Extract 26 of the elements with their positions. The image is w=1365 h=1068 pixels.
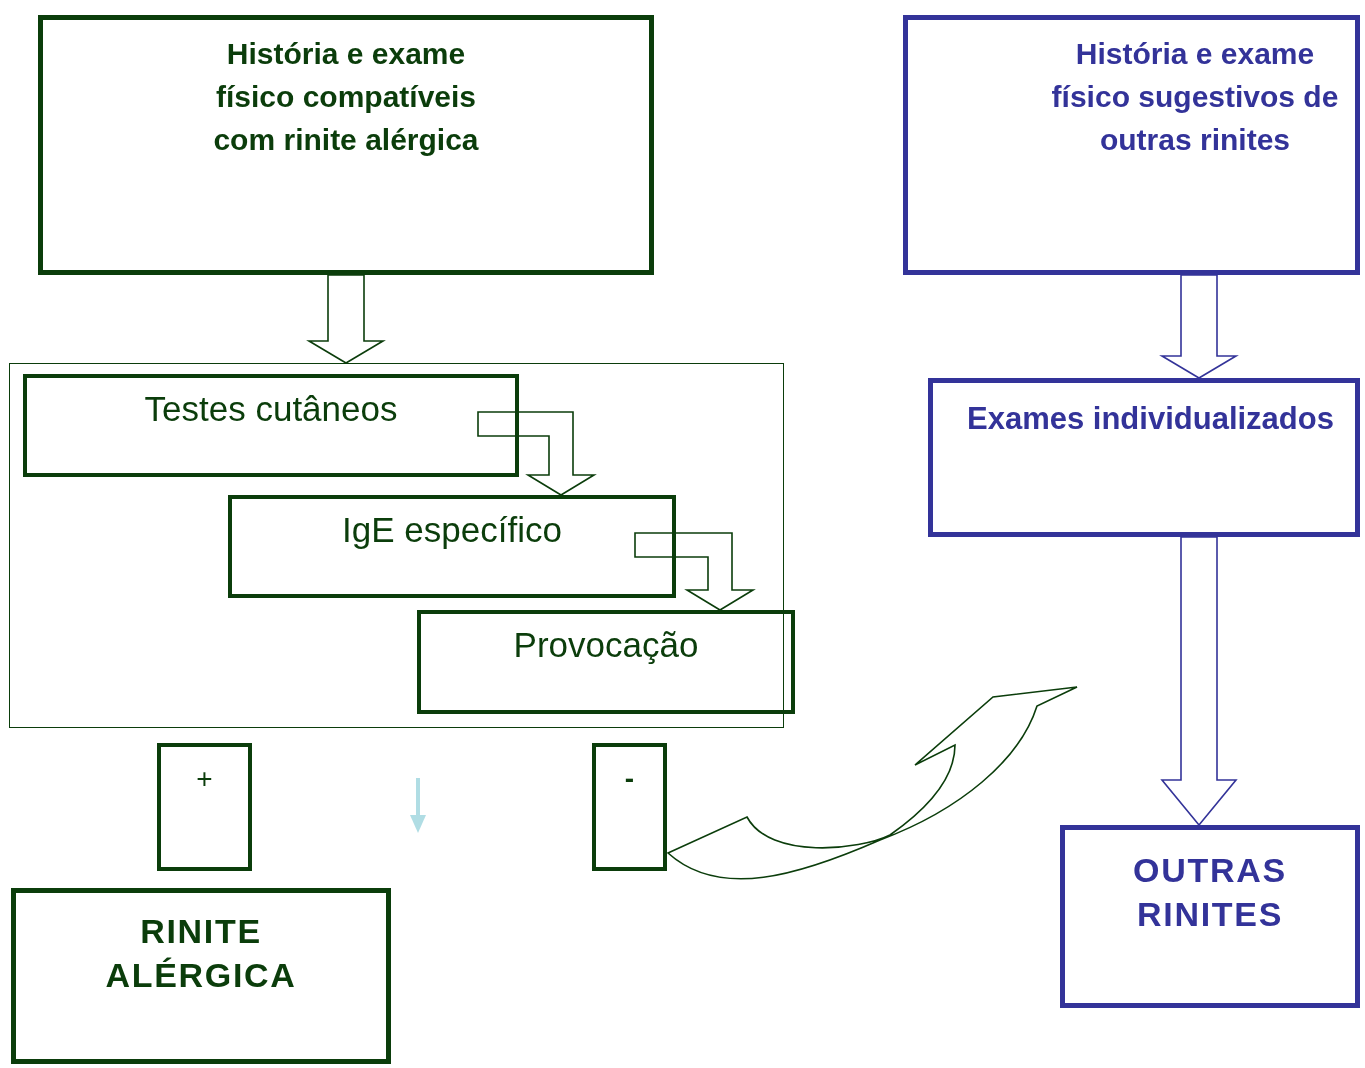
block-arrow: [667, 686, 1078, 880]
outcome-box: [1060, 825, 1360, 1008]
box-label: +: [195, 763, 214, 795]
process-box: [928, 378, 1360, 537]
result-box: [592, 743, 667, 871]
box-label: História e exame físico compatíveis com rinite alérgica: [212, 36, 480, 158]
outcome-box: [11, 888, 391, 1064]
block-arrow: [1159, 274, 1239, 379]
block-arrow: [306, 274, 386, 364]
process-box: [38, 15, 654, 275]
result-box: [157, 743, 252, 871]
test-box: [228, 495, 676, 598]
block-arrow: [477, 411, 597, 496]
box-label: Testes cutâneos: [143, 388, 399, 430]
block-arrow: [634, 532, 756, 611]
box-label: Exames individualizados: [967, 400, 1335, 438]
box-label: RINITE ALÉRGICA: [104, 911, 298, 996]
box-label: História e exame físico sugestivos de outras rinites: [1050, 36, 1340, 158]
box-label: -: [623, 763, 636, 795]
test-box: [417, 610, 795, 714]
test-box: [23, 374, 519, 477]
box-label: OUTRAS RINITES: [1132, 850, 1288, 935]
box-label: IgE específico: [341, 509, 563, 551]
box-label: Provocação: [512, 624, 700, 666]
process-box: [903, 15, 1360, 275]
block-arrow: [1160, 536, 1238, 827]
